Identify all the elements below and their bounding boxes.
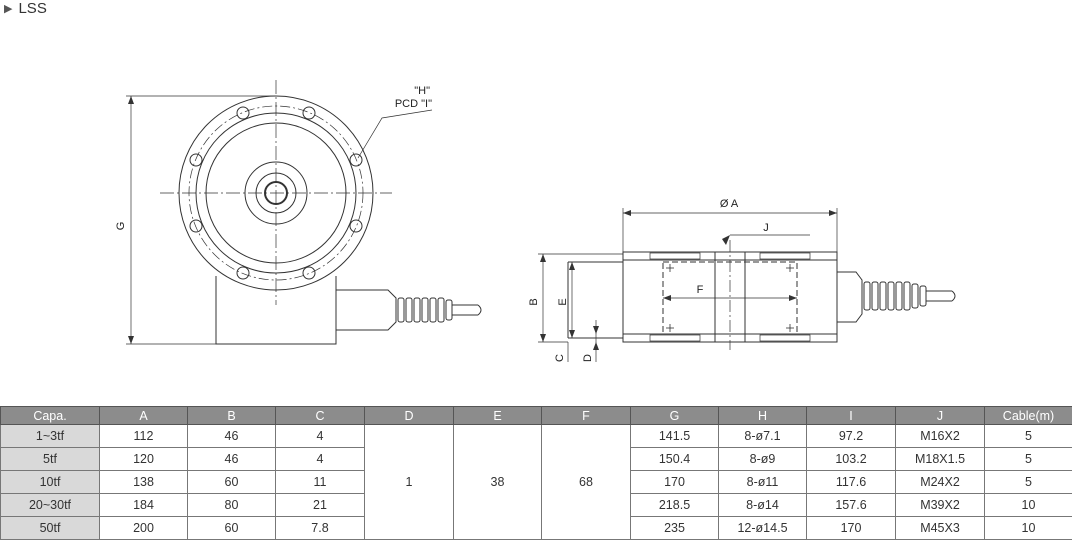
cell-cable: 10: [984, 493, 1072, 517]
label-d: D: [582, 354, 594, 362]
cell-j: M39X2: [895, 493, 985, 517]
label-f: F: [697, 284, 704, 296]
cell-capa: 5tf: [0, 447, 100, 471]
column-header: A: [99, 406, 188, 425]
cell-g: 235: [630, 516, 719, 540]
cell-c: 21: [275, 493, 365, 517]
bolt-holes: [189, 106, 363, 280]
cell-h: 12-ø14.5: [718, 516, 807, 540]
triangle-right-icon: ▶: [4, 3, 13, 15]
cell-c: 4: [275, 424, 365, 448]
column-header: C: [275, 406, 365, 425]
page-title: ▶ LSS: [4, 0, 47, 17]
cell-capa: 1~3tf: [0, 424, 100, 448]
cell-h: 8-ø7.1: [718, 424, 807, 448]
cell-b: 60: [187, 516, 276, 540]
title-text: LSS: [18, 0, 47, 17]
cell-h: 8-ø11: [718, 470, 807, 494]
cell-g: 170: [630, 470, 719, 494]
cell-c: 11: [275, 470, 365, 494]
cell-c: 7.8: [275, 516, 365, 540]
label-c: C: [554, 354, 566, 362]
cell-i: 97.2: [806, 424, 896, 448]
label-diameter-a: Ø A: [720, 198, 739, 210]
label-pcd: PCD "I": [395, 98, 432, 110]
cell-cable: 5: [984, 470, 1072, 494]
cell-i: 157.6: [806, 493, 896, 517]
table-row: 20~30tf 184 80 21 218.5 8-ø14 157.6 M39X…: [0, 493, 1072, 517]
column-header: F: [541, 406, 631, 425]
cell-b: 46: [187, 424, 276, 448]
cell-f-shared: 68: [541, 424, 631, 540]
table-row: 5tf 120 46 4 150.4 8-ø9 103.2 M18X1.5 5: [0, 447, 1072, 471]
cell-capa: 10tf: [0, 470, 100, 494]
column-header: I: [806, 406, 896, 425]
cell-a: 120: [99, 447, 188, 471]
cell-a: 112: [99, 424, 188, 448]
cell-j: M16X2: [895, 424, 985, 448]
cell-h: 8-ø14: [718, 493, 807, 517]
cell-cable: 5: [984, 424, 1072, 448]
table-row: 1~3tf 112 46 4 1 38 68 141.5 8-ø7.1 97.2…: [0, 424, 1072, 540]
front-view: [126, 80, 482, 345]
cell-a: 200: [99, 516, 188, 540]
column-header: D: [364, 406, 454, 425]
cell-g: 141.5: [630, 424, 719, 448]
label-e: E: [557, 298, 569, 305]
cell-i: 103.2: [806, 447, 896, 471]
table-row: 50tf 200 60 7.8 235 12-ø14.5 170 M45X3 1…: [0, 516, 1072, 540]
label-g: G: [115, 222, 127, 231]
cell-capa: 50tf: [0, 516, 100, 540]
label-h: "H": [414, 85, 430, 97]
technical-drawing: "H" PCD "I" G Ø A J F B E C D: [115, 80, 956, 362]
cell-h: 8-ø9: [718, 447, 807, 471]
column-header: J: [895, 406, 985, 425]
table-header-row: Capa. A B C D E F G H I J Cable(m): [0, 406, 1072, 425]
cell-c: 4: [275, 447, 365, 471]
cable-strain-relief: [397, 297, 453, 323]
column-header: H: [718, 406, 807, 425]
cell-g: 218.5: [630, 493, 719, 517]
side-cable-strain-relief: [863, 281, 927, 311]
cell-capa: 20~30tf: [0, 493, 100, 517]
label-j: J: [763, 222, 769, 234]
cell-j: M24X2: [895, 470, 985, 494]
cell-b: 60: [187, 470, 276, 494]
cell-d-shared: 1: [364, 424, 454, 540]
cell-b: 80: [187, 493, 276, 517]
spec-table: Capa. A B C D E F G H I J Cable(m) 1~3tf…: [0, 406, 1072, 540]
cell-cable: 10: [984, 516, 1072, 540]
label-b: B: [528, 298, 540, 305]
table-row: 10tf 138 60 11 170 8-ø11 117.6 M24X2 5: [0, 470, 1072, 494]
cell-j: M45X3: [895, 516, 985, 540]
column-header: B: [187, 406, 276, 425]
cell-i: 117.6: [806, 470, 896, 494]
cell-a: 184: [99, 493, 188, 517]
cell-i: 170: [806, 516, 896, 540]
cell-j: M18X1.5: [895, 447, 985, 471]
side-view: [538, 208, 956, 362]
cell-e-shared: 38: [453, 424, 542, 540]
cell-cable: 5: [984, 447, 1072, 471]
cell-b: 46: [187, 447, 276, 471]
column-header: G: [630, 406, 719, 425]
cell-a: 138: [99, 470, 188, 494]
column-header: Capa.: [0, 406, 100, 425]
column-header: E: [453, 406, 542, 425]
column-header: Cable(m): [984, 406, 1072, 425]
cell-g: 150.4: [630, 447, 719, 471]
